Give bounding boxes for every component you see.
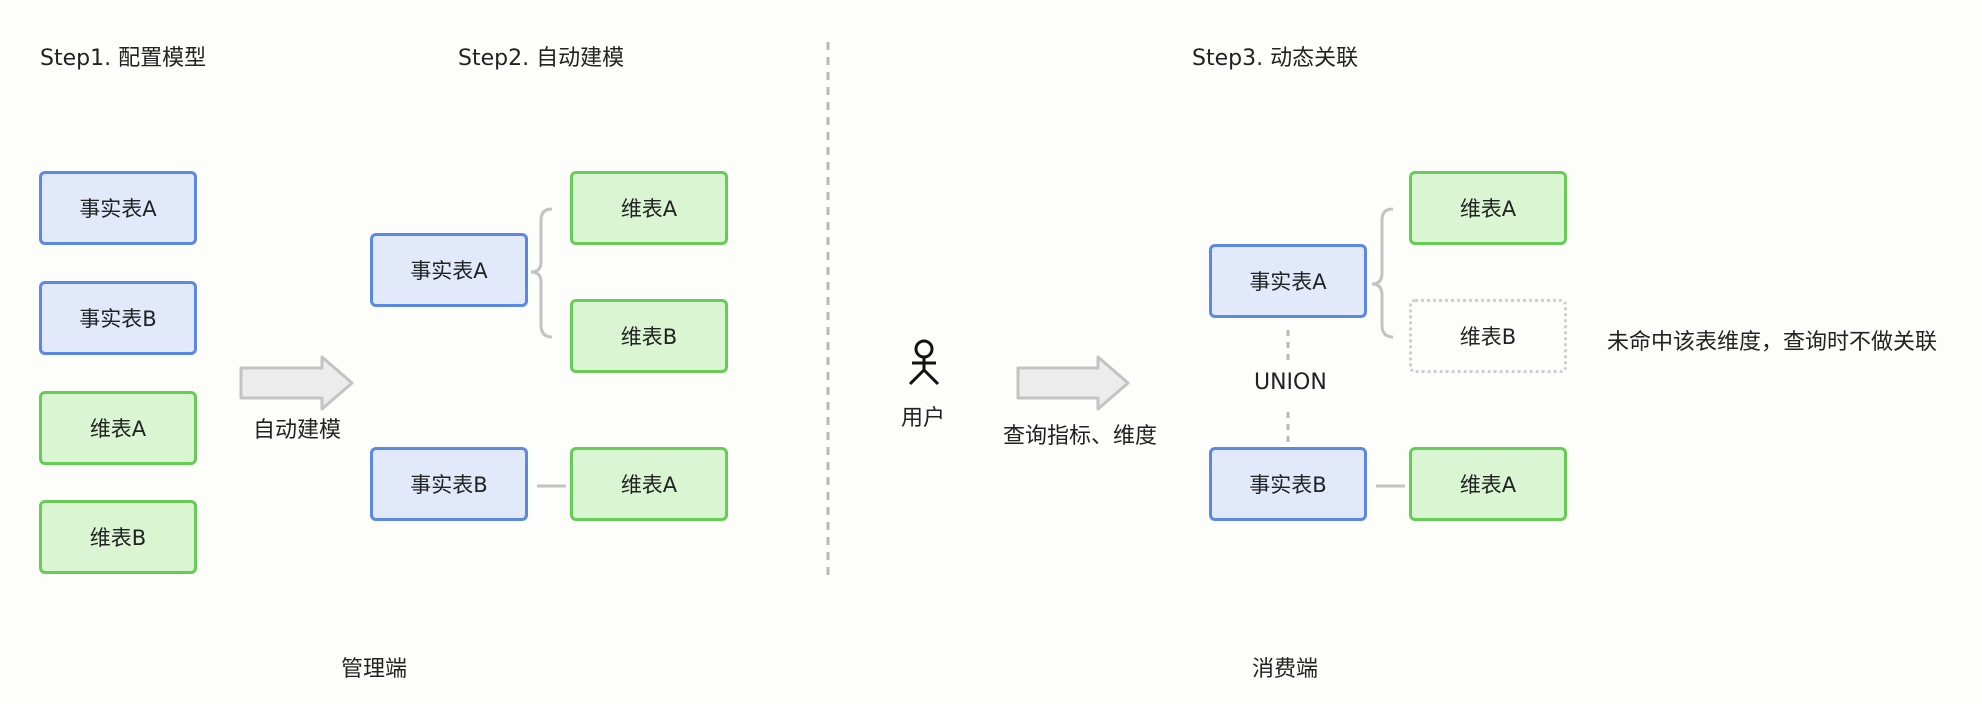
step2-fact-table-b: 事实表B	[370, 447, 528, 521]
user-label: 用户	[901, 406, 946, 431]
step2-dim-table-b: 维表B	[570, 299, 728, 373]
unmatched-dimension-note: 未命中该表维度，查询时不做关联	[1607, 330, 1938, 355]
query-arrow-label: 查询指标、维度	[1003, 424, 1158, 449]
consumer-side-label: 消费端	[1252, 657, 1319, 682]
step2-bracket	[530, 207, 553, 339]
user-icon	[908, 339, 940, 386]
query-arrow	[1016, 355, 1130, 411]
step3-fact-table-b: 事实表B	[1209, 447, 1367, 521]
step3-dim-table-b-unmatched: 维表B	[1409, 299, 1567, 373]
step2-dim-table-a-2: 维表A	[570, 447, 728, 521]
admin-side-label: 管理端	[341, 657, 408, 682]
auto-model-arrow	[239, 355, 354, 411]
step3-title: Step3. 动态关联	[1192, 46, 1359, 71]
step3-fact-table-a: 事实表A	[1209, 244, 1367, 318]
step1-title: Step1. 配置模型	[40, 46, 207, 71]
step2-title: Step2. 自动建模	[458, 46, 625, 71]
auto-model-arrow-label: 自动建模	[253, 418, 342, 443]
step1-fact-table-a: 事实表A	[39, 171, 197, 245]
step3-dim-table-a: 维表A	[1409, 171, 1567, 245]
step1-dim-table-a: 维表A	[39, 391, 197, 465]
step1-fact-table-b: 事实表B	[39, 281, 197, 355]
step3-dim-table-a-2: 维表A	[1409, 447, 1567, 521]
union-label: UNION	[1254, 370, 1327, 395]
step3-bracket	[1371, 207, 1394, 339]
step2-dim-table-a: 维表A	[570, 171, 728, 245]
step1-dim-table-b: 维表B	[39, 500, 197, 574]
step2-fact-table-a: 事实表A	[370, 233, 528, 307]
